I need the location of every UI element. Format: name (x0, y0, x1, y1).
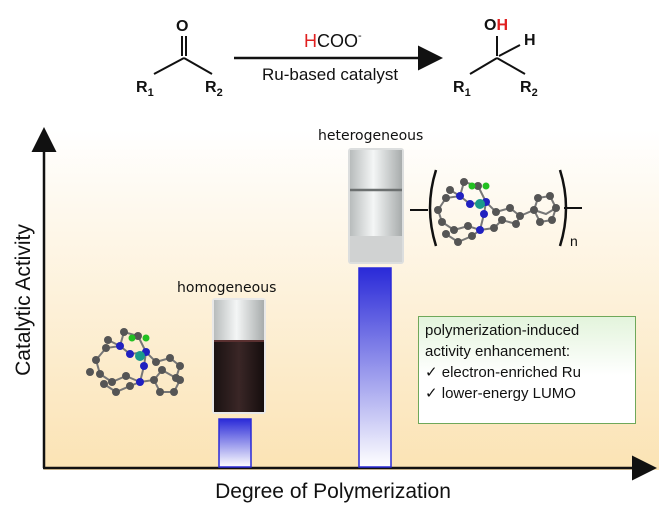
x-axis-label: Degree of Polymerization (215, 480, 451, 503)
ketone-oxygen-label: O (176, 18, 188, 35)
y-axis-label: Catalytic Activity (12, 224, 35, 376)
homogeneous-vial (212, 298, 266, 414)
enhancement-item-electron-enriched: ✓ electron-enriched Ru (425, 364, 581, 381)
enhancement-callout: polymerization-induced activity enhancem… (418, 316, 636, 424)
enhancement-item-lumo: ✓ lower-energy LUMO (425, 385, 576, 402)
ketone-structure (153, 36, 213, 75)
alcohol-h-label: H (524, 32, 536, 49)
alcohol-oh-label: OH (484, 17, 508, 34)
heterogeneous-vial (348, 148, 404, 264)
reaction-scheme: O R1 R2 HCOO- Ru-based catalyst OH H R1 … (136, 17, 538, 99)
heterogeneous-activity-bar (358, 267, 392, 468)
ketone-r2-label: R2 (205, 79, 223, 99)
homogeneous-label: homogeneous (177, 280, 276, 296)
axes (31, 127, 657, 481)
reagent-label: HCOO- (304, 30, 362, 51)
monomer-complex-molecule (86, 328, 184, 396)
alcohol-r2-label: R2 (520, 79, 538, 99)
catalyst-label: Ru-based catalyst (262, 65, 398, 84)
polymer-repeat-unit (410, 169, 582, 247)
alcohol-structure (469, 36, 526, 75)
ketone-r1-label: R1 (136, 79, 154, 99)
enhancement-title-line1: polymerization-induced (425, 322, 580, 339)
homogeneous-activity-bar (218, 418, 252, 468)
polymer-n-subscript: n (570, 233, 578, 249)
enhancement-title-line2: activity enhancement: (425, 343, 571, 360)
alcohol-r1-label: R1 (453, 79, 471, 99)
heterogeneous-label: heterogeneous (318, 128, 423, 144)
